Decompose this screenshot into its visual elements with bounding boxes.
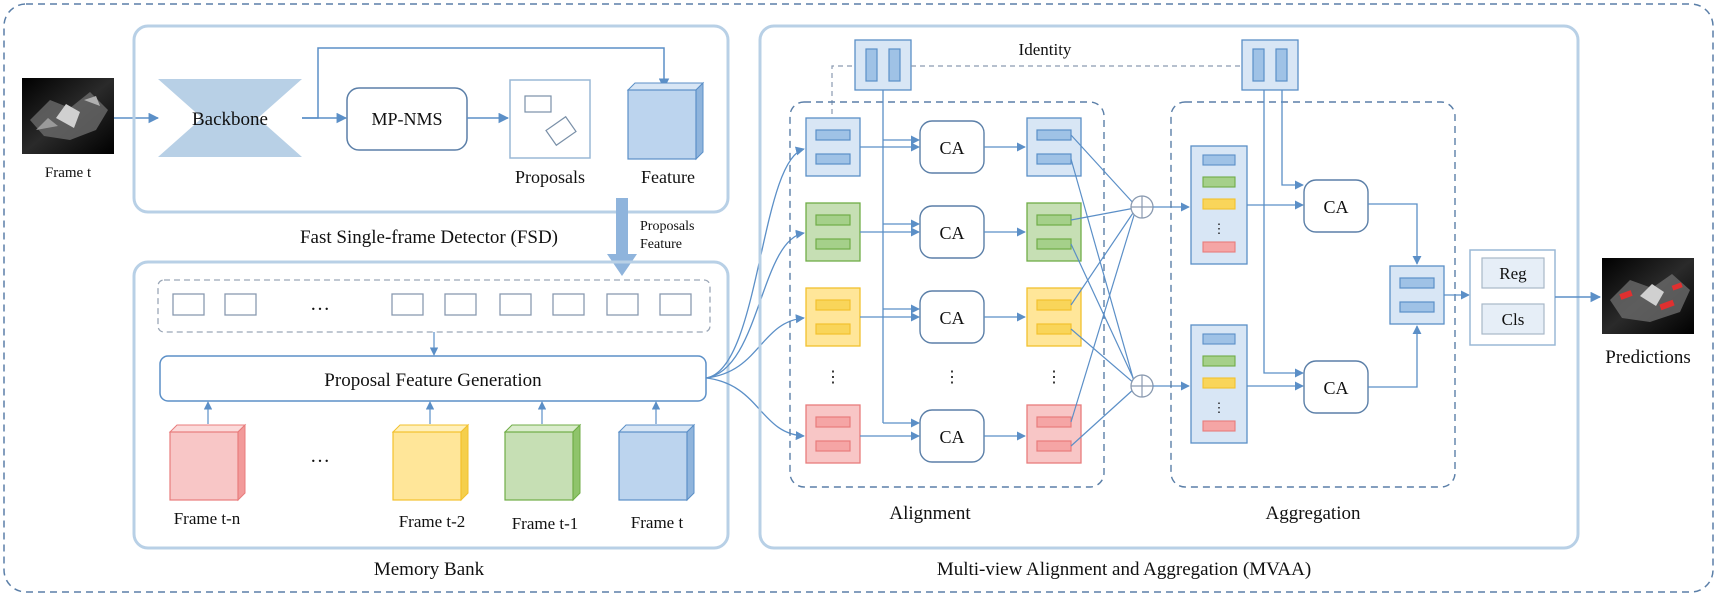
align-input-blue: [805, 117, 861, 177]
input-frame-image: [22, 78, 114, 154]
agg-ca-bottom-to-merged: [1368, 325, 1422, 388]
agg-stack-top-vdots: ⋮: [1213, 221, 1226, 236]
transfer-label-line2: Feature: [640, 237, 682, 252]
identity-to-ca-branches: [883, 135, 920, 428]
identity-label: Identity: [1019, 40, 1072, 59]
aligned-to-sum-lines: [1070, 134, 1136, 447]
input-frame-label: Frame t: [45, 165, 92, 181]
predictions-image: [1602, 258, 1694, 334]
outer-frame: [3, 3, 1714, 593]
reg-label: Reg: [1499, 264, 1527, 283]
memory-panel: [132, 260, 730, 550]
identity-right-to-ca-top: [1281, 90, 1304, 190]
cls-label: Cls: [1502, 310, 1525, 329]
frame-label-t-n: Frame t-n: [174, 509, 241, 528]
agg-stack-top: [1190, 145, 1248, 265]
frame-cube-t-1: [503, 423, 582, 502]
align-ca-3-label: CA: [939, 308, 964, 328]
frame-label-t-2: Frame t-2: [399, 512, 466, 531]
pfg-label: Proposal Feature Generation: [324, 370, 542, 391]
align-input-green: [805, 202, 861, 262]
predictions-label: Predictions: [1605, 347, 1691, 368]
aligned-blue: [1026, 117, 1082, 177]
align-input-yellow: [805, 287, 861, 347]
frame-label-t: Frame t: [631, 513, 684, 532]
frame-label-t-1: Frame t-1: [512, 514, 579, 533]
backbone-block: [158, 79, 302, 157]
memory-slots-container: [157, 279, 711, 333]
aligned-yellow: [1026, 287, 1082, 347]
cls-box: [1481, 303, 1545, 335]
align-ca-vdots: ⋮: [944, 369, 960, 386]
agg-ca-top-to-merged: [1368, 203, 1422, 265]
feature-label: Feature: [641, 167, 695, 187]
aggregation-label: Aggregation: [1266, 503, 1361, 524]
memory-slots: [172, 293, 692, 316]
mpnms-box: [346, 87, 468, 151]
align-input-to-ca-arrows: [860, 142, 920, 441]
agg-stack-bottom-vdots: ⋮: [1213, 400, 1226, 415]
fsd-title: Fast Single-frame Detector (FSD): [300, 227, 558, 248]
agg-ca-top: [1303, 179, 1369, 233]
aligned-vdots: ⋮: [1046, 369, 1062, 386]
memory-title: Memory Bank: [374, 559, 485, 580]
frame-cubes-ellipsis: …: [310, 445, 330, 467]
alignment-label: Alignment: [889, 503, 971, 524]
align-ca-2-label: CA: [939, 223, 964, 243]
frame-cube-t-2: [391, 423, 470, 502]
transfer-label-line1: Proposals: [640, 219, 694, 234]
alignment-region: [789, 101, 1105, 488]
identity-block-left: [854, 39, 912, 91]
aligned-red: [1026, 404, 1082, 464]
memory-slots-ellipsis: …: [310, 293, 330, 315]
agg-stack-bottom: [1190, 324, 1248, 444]
proposals-box: [509, 79, 591, 159]
identity-block-right: [1241, 39, 1299, 91]
ca-to-aligned-arrows: [984, 142, 1026, 441]
cube-to-pfg-arrows: [203, 401, 661, 424]
sum-node-top: [1130, 195, 1154, 219]
merged-block: [1389, 265, 1445, 325]
backbone-label: Backbone: [192, 109, 268, 130]
mvaa-panel: [758, 24, 1580, 550]
fsd-panel: [132, 24, 730, 214]
identity-dashed-link: [831, 65, 855, 114]
aligned-green: [1026, 202, 1082, 262]
agg-ca-top-label: CA: [1323, 197, 1348, 217]
feature-cube: [626, 81, 705, 161]
mpnms-label: MP-NMS: [371, 109, 442, 129]
align-input-red: [805, 404, 861, 464]
align-ca-1-label: CA: [939, 138, 964, 158]
align-input-vdots: ⋮: [825, 369, 841, 386]
identity-right-to-ca-bottom: [1263, 90, 1304, 378]
align-ca-4-label: CA: [939, 427, 964, 447]
mvaa-title: Multi-view Alignment and Aggregation (MV…: [937, 559, 1311, 580]
fsd-to-memory-arrow-shaft: [616, 198, 628, 254]
fsd-to-memory-arrow-head: [607, 254, 637, 276]
proposals-label: Proposals: [515, 167, 585, 187]
frame-cube-t: [617, 423, 696, 502]
sum-node-bottom: [1130, 374, 1154, 398]
frame-cube-t-n: [168, 423, 247, 502]
reg-box: [1481, 257, 1545, 289]
agg-ca-bottom-label: CA: [1323, 378, 1348, 398]
